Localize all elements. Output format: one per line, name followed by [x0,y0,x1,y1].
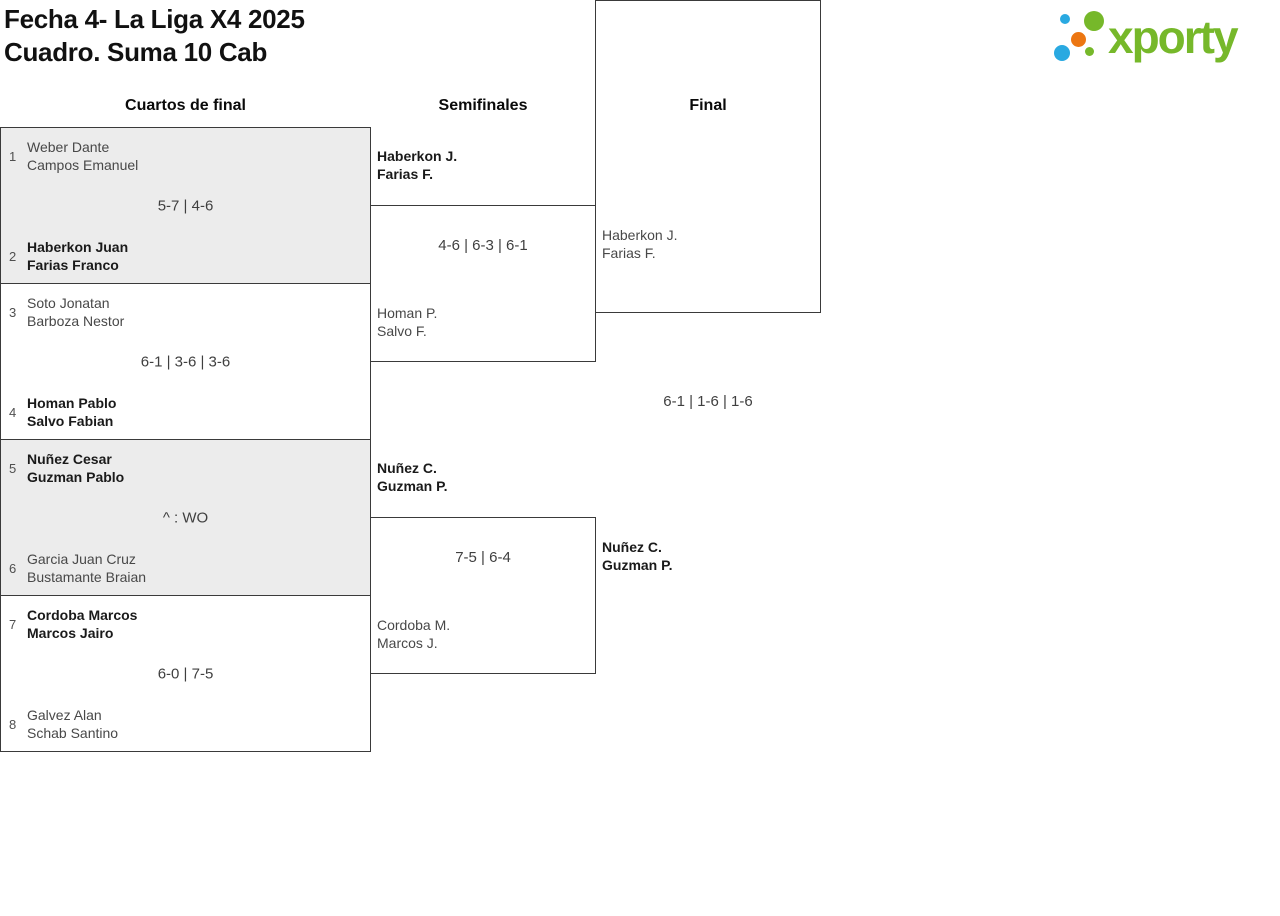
logo-wordmark: xporty [1108,11,1239,63]
player-name: Farias Franco [27,257,119,273]
player-name: Farias F. [602,245,656,261]
sf-match-2-box [370,517,596,674]
player-name: Nuñez Cesar [27,451,112,467]
seed-number: 6 [9,560,17,576]
seed-number: 4 [9,404,17,420]
logo-dot-icon [1085,47,1094,56]
team-names: Homan P. Salvo F. [377,304,437,340]
player-name: Haberkon Juan [27,239,129,255]
team-names: Soto Jonatan Barboza Nestor [27,294,124,330]
page-title: Fecha 4- La Liga X4 2025 Cuadro. Suma 10… [4,3,305,69]
logo-dot-icon [1071,32,1086,47]
round-header-final: Final [689,97,727,114]
tournament-title: Fecha 4- La Liga X4 2025 [4,4,305,34]
match-score: 7-5 | 6-4 [455,549,511,566]
round-header-quarterfinals: Cuartos de final [125,97,246,114]
team-names: Nuñez C. Guzman P. [602,538,673,574]
match-score: 6-0 | 7-5 [157,665,214,682]
xporty-logo: xporty [1048,4,1278,76]
player-name: Marcos Jairo [27,625,114,641]
final-match-box [595,0,821,313]
player-name: Farias F. [377,166,434,182]
team-names: Cordoba Marcos Marcos Jairo [27,606,137,642]
player-name: Nuñez C. [602,539,662,555]
player-name: Guzman P. [602,557,673,573]
player-name: Haberkon J. [377,148,458,164]
match-score: 6-1 | 3-6 | 3-6 [140,353,231,370]
player-name: Cordoba M. [377,617,451,633]
seed-number: 3 [9,304,17,320]
team-names: Garcia Juan Cruz Bustamante Braian [27,550,146,586]
seed-number: 7 [9,616,17,632]
qf-match-4: 7 Cordoba Marcos Marcos Jairo 6-0 | 7-5 … [0,595,371,752]
player-name: Weber Dante [27,139,110,155]
qf-match-1: 1 Weber Dante Campos Emanuel 5-7 | 4-6 2… [0,127,371,284]
player-name: Bustamante Braian [27,569,147,585]
logo-dot-icon [1084,11,1104,31]
team-names: Nuñez C. Guzman P. [377,459,448,495]
player-name: Barboza Nestor [27,313,125,329]
qf-match-3: 5 Nuñez Cesar Guzman Pablo ^ : WO 6 Garc… [0,439,371,596]
seed-number: 2 [9,248,17,264]
player-name: Homan Pablo [27,395,117,411]
team-names: Homan Pablo Salvo Fabian [27,394,116,430]
team-names: Haberkon J. Farias F. [602,226,677,262]
player-name: Soto Jonatan [27,295,110,311]
logo-dot-icon [1054,45,1070,61]
player-name: Marcos J. [377,635,438,651]
player-name: Guzman Pablo [27,469,125,485]
round-header-semifinals: Semifinales [438,97,528,114]
team-names: Haberkon J. Farias F. [377,147,457,183]
seed-number: 1 [9,148,17,164]
draw-subtitle: Cuadro. Suma 10 Cab [4,37,268,67]
team-names: Haberkon Juan Farias Franco [27,238,128,274]
player-name: Homan P. [377,305,438,321]
match-score: ^ : WO [162,509,209,526]
team-names: Nuñez Cesar Guzman Pablo [27,450,124,486]
match-score: 6-1 | 1-6 | 1-6 [663,393,753,410]
team-names: Weber Dante Campos Emanuel [27,138,138,174]
team-names: Galvez Alan Schab Santino [27,706,118,742]
seed-number: 5 [9,460,17,476]
player-name: Salvo Fabian [27,413,114,429]
player-name: Schab Santino [27,725,119,741]
player-name: Campos Emanuel [27,157,139,173]
player-name: Guzman P. [377,478,448,494]
player-name: Nuñez C. [377,460,437,476]
logo-dot-icon [1060,14,1070,24]
seed-number: 8 [9,716,17,732]
player-name: Garcia Juan Cruz [27,551,136,567]
qf-match-2: 3 Soto Jonatan Barboza Nestor 6-1 | 3-6 … [0,283,371,440]
player-name: Galvez Alan [27,707,102,723]
team-names: Cordoba M. Marcos J. [377,616,450,652]
player-name: Cordoba Marcos [27,607,138,623]
player-name: Haberkon J. [602,227,678,243]
match-score: 5-7 | 4-6 [157,197,214,214]
player-name: Salvo F. [377,323,427,339]
match-score: 4-6 | 6-3 | 6-1 [438,237,528,254]
